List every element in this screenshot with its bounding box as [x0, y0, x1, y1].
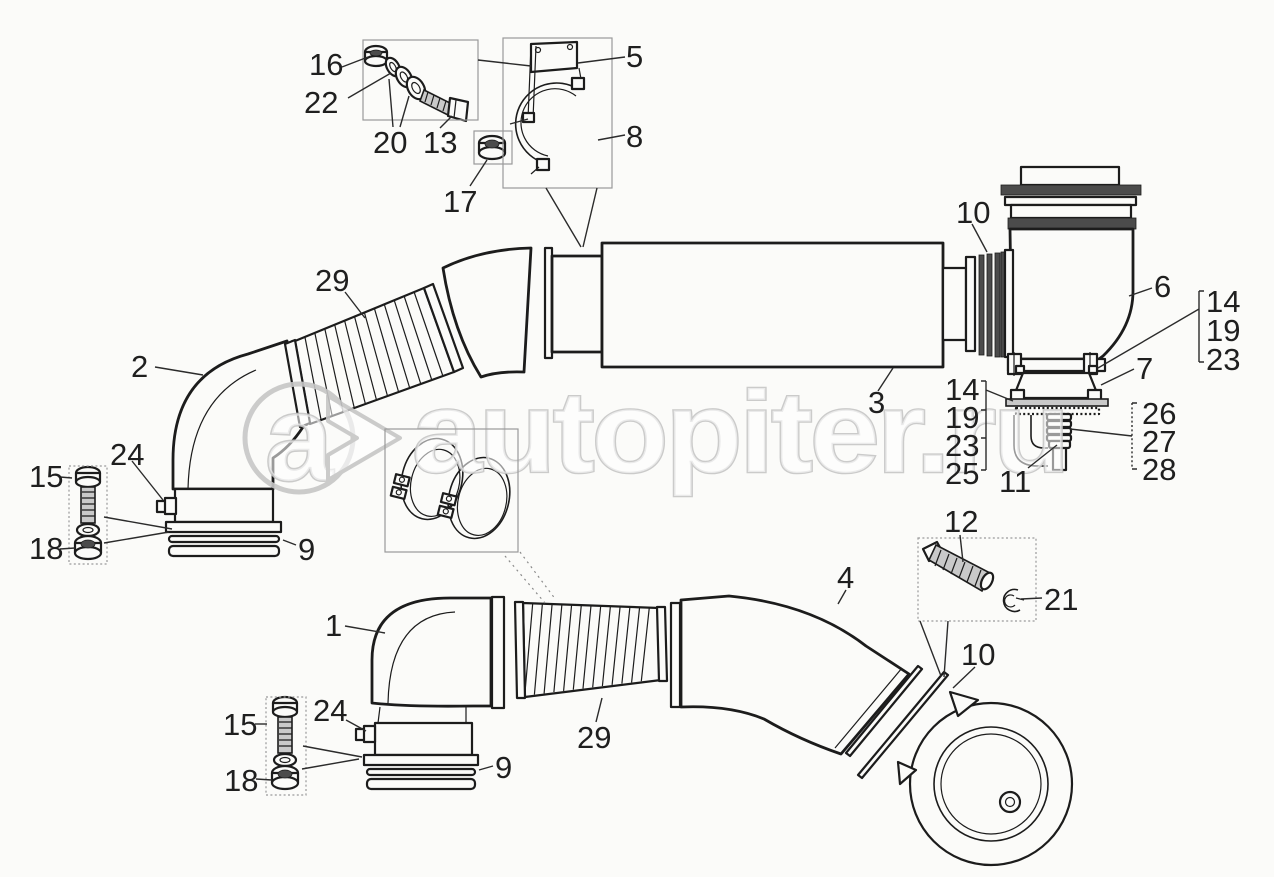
watermark: a autopiter.ru — [242, 366, 1071, 508]
callout-7: 7 — [1136, 351, 1154, 386]
callout-20: 20 — [373, 125, 408, 160]
callout-29-top: 29 — [315, 263, 350, 298]
box-bracket-clamp — [502, 37, 613, 189]
drain-valve-26-27-28 — [1045, 412, 1073, 450]
callout-18-top: 18 — [29, 531, 64, 566]
flange-nut-16 — [363, 44, 389, 68]
hose-29-bottom — [513, 600, 669, 700]
callout-15-bottom: 15 — [223, 707, 258, 742]
callout-23-left: 23 — [945, 428, 980, 463]
callout-15-top: 15 — [29, 459, 64, 494]
callout-25-left: 25 — [945, 456, 980, 491]
callout-12: 12 — [944, 504, 979, 539]
watermark-logo-letter: a — [265, 370, 334, 506]
gasket-9-top — [167, 534, 281, 558]
callout-23-right: 23 — [1206, 342, 1241, 377]
callout-4: 4 — [837, 560, 855, 595]
callout-21: 21 — [1044, 582, 1079, 617]
elbow-6 — [1000, 165, 1142, 376]
bolt-12 — [921, 540, 995, 593]
callout-24-bottom: 24 — [313, 693, 348, 728]
drain-valve-24-bottom — [354, 724, 377, 744]
clip-nut-21 — [1002, 588, 1025, 613]
pipe-4 — [669, 594, 911, 756]
fastener-set-15-18-top — [73, 465, 103, 561]
watermark-logo-circle — [242, 381, 356, 495]
watermark-brand-text: autopiter.ru — [412, 367, 1067, 497]
callout-2: 2 — [131, 349, 149, 384]
box-clamps — [384, 428, 519, 553]
fastener-set-15-18-bottom — [270, 695, 300, 791]
flange-nut-17 — [477, 134, 507, 161]
callout-6: 6 — [1154, 269, 1172, 304]
watermark-chevron-icon — [326, 394, 402, 482]
callout-3: 3 — [868, 385, 886, 420]
callout-10-top: 10 — [956, 195, 991, 230]
elbow-1 — [362, 595, 506, 767]
box-nut-17 — [473, 130, 513, 165]
callout-17: 17 — [443, 184, 478, 219]
cone-7 — [1005, 364, 1109, 416]
callout-9-bottom: 9 — [495, 750, 513, 785]
drain-valve-24-top — [155, 496, 178, 516]
callout-5: 5 — [626, 39, 644, 74]
callout-27: 27 — [1142, 424, 1177, 459]
bracket-5 — [521, 40, 579, 124]
callout-19-left: 19 — [945, 400, 980, 435]
box-bolt-12 — [917, 537, 1037, 622]
callout-1: 1 — [325, 608, 343, 643]
callout-10-bottom: 10 — [961, 637, 996, 672]
callout-24-top: 24 — [110, 437, 145, 472]
box-fasteners-top-left — [362, 39, 479, 121]
hose-clamps — [389, 437, 511, 540]
callout-29-bottom: 29 — [577, 720, 612, 755]
callout-16: 16 — [309, 47, 344, 82]
callout-18-bottom: 18 — [224, 763, 259, 798]
callout-19-right: 19 — [1206, 313, 1241, 348]
duct-segment — [441, 246, 533, 379]
callout-8: 8 — [626, 119, 644, 154]
callout-14-left: 14 — [945, 372, 980, 407]
elbow-2 — [164, 339, 308, 534]
bolt-13 — [419, 88, 470, 123]
leader-lines — [59, 56, 1204, 781]
callout-13: 13 — [423, 125, 458, 160]
muffler-3 — [543, 241, 977, 369]
fastener-group-top-left — [363, 44, 470, 123]
callout-14-right: 14 — [1206, 284, 1241, 319]
clamp-band-8 — [514, 67, 586, 175]
callout-22: 22 — [304, 85, 339, 120]
hardware-boxes — [68, 37, 1037, 796]
box-fasteners-left — [68, 465, 108, 565]
callout-26: 26 — [1142, 396, 1177, 431]
gasket-9-bottom — [365, 767, 477, 791]
callout-9-top: 9 — [298, 532, 316, 567]
air-cleaner-housing — [908, 701, 1074, 867]
rings-10-bottom — [844, 664, 980, 786]
rings-10-top — [978, 251, 1006, 358]
callout-28: 28 — [1142, 452, 1177, 487]
callout-11: 11 — [999, 464, 1032, 499]
